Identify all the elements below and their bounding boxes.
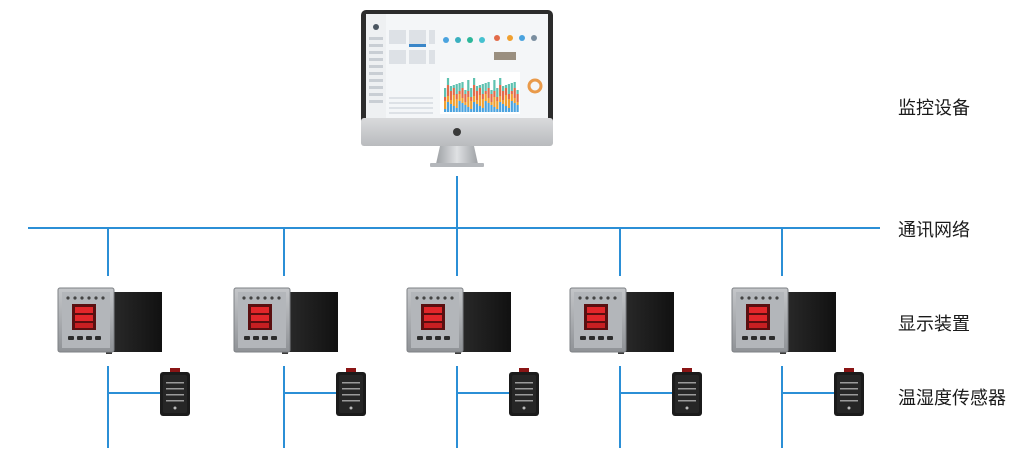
- temp-humidity-sensor: [672, 368, 702, 416]
- temp-humidity-sensor: [160, 368, 190, 416]
- label-communication-network: 通讯网络: [898, 220, 970, 241]
- unit-1: [57, 228, 190, 448]
- label-temp-humidity-sensor: 温湿度传感器: [898, 388, 1006, 409]
- display-device: [57, 287, 162, 354]
- temp-humidity-sensor: [336, 368, 366, 416]
- unit-4: [569, 228, 702, 448]
- unit-5: [731, 228, 864, 448]
- label-monitor-device: 监控设备: [898, 98, 970, 119]
- display-device: [406, 287, 511, 354]
- monitor-device: [361, 10, 553, 167]
- unit-2: [233, 228, 366, 448]
- display-device: [233, 287, 338, 354]
- temp-humidity-sensor: [834, 368, 864, 416]
- monitor-stand: [436, 146, 478, 164]
- display-device: [569, 287, 674, 354]
- display-device: [731, 287, 836, 354]
- temp-humidity-sensor: [509, 368, 539, 416]
- brand-logo-icon: [453, 128, 461, 136]
- network-lines: [28, 176, 880, 229]
- label-display-device: 显示装置: [898, 314, 970, 335]
- unit-3: [406, 228, 539, 448]
